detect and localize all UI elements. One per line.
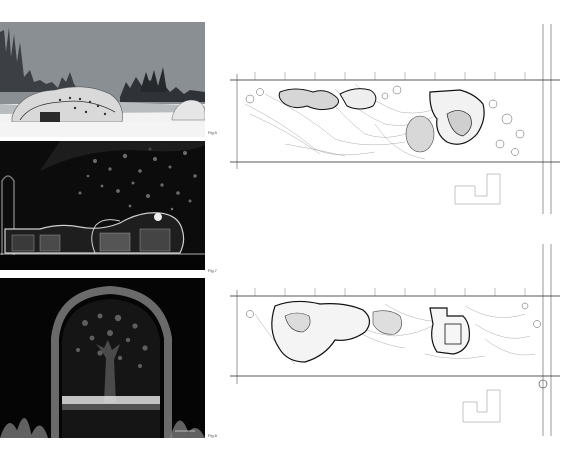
- dome-arch: [51, 285, 172, 438]
- building-footprint-west: [278, 88, 339, 111]
- building-footprint-lower-east: [429, 307, 470, 355]
- figure-7-label: Fig.7: [208, 268, 217, 273]
- figure-7-section: [0, 141, 205, 270]
- site-plan-upper: [225, 24, 565, 214]
- figure-5-rendering: [0, 22, 205, 137]
- pod-building-main: [11, 86, 123, 123]
- figure-8-label: Fig.8: [208, 433, 217, 438]
- pod-building-small: [171, 99, 205, 121]
- site-plan-lower: [225, 244, 565, 436]
- figure-8-interior: [0, 278, 205, 438]
- figure-5-label: Fig.5: [208, 130, 217, 135]
